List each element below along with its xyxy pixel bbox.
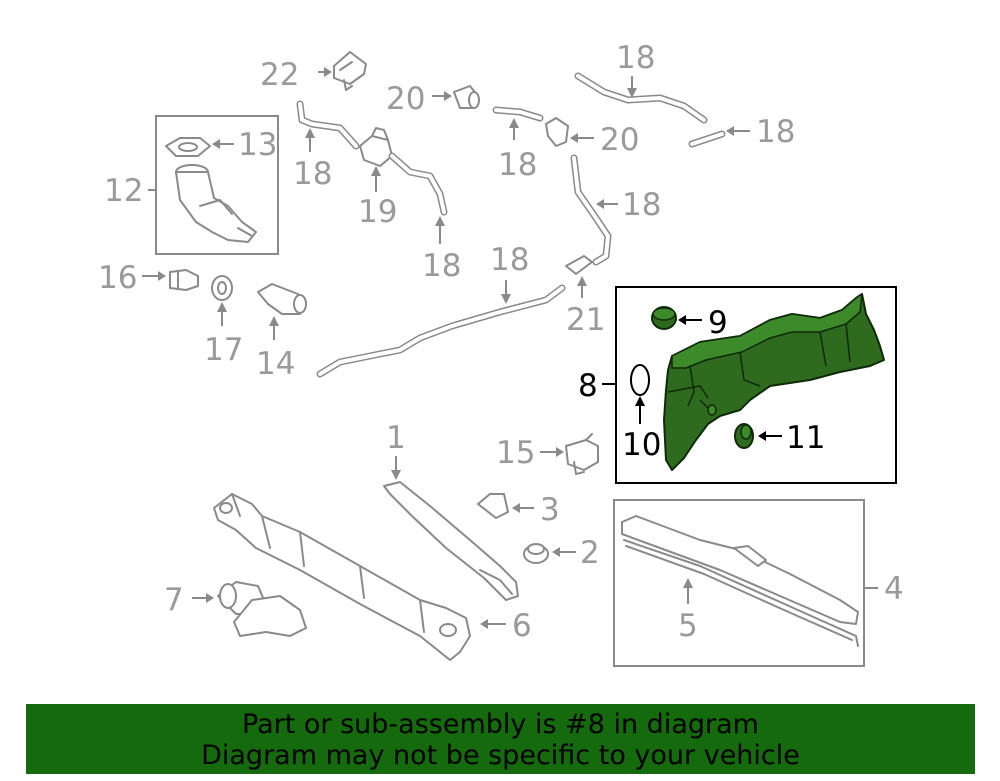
callout-7: 7 bbox=[164, 582, 184, 618]
callout-18-b: 18 bbox=[422, 248, 461, 284]
callout-20-b: 20 bbox=[600, 122, 639, 158]
box-4 bbox=[613, 499, 865, 667]
part-18-hose-short-right bbox=[688, 130, 726, 148]
callout-12: 12 bbox=[104, 173, 143, 209]
callout-16: 16 bbox=[98, 260, 137, 296]
callout-8: 8 bbox=[578, 368, 598, 404]
part-6-wiper-linkage bbox=[213, 493, 471, 661]
part-13-gasket bbox=[165, 137, 211, 157]
part-18-hose-vertical bbox=[570, 154, 612, 266]
banner-line-1: Part or sub-assembly is #8 in diagram bbox=[242, 709, 759, 740]
part-21-connector bbox=[565, 255, 593, 275]
part-19-check-valve bbox=[359, 127, 448, 216]
callout-9: 9 bbox=[708, 305, 728, 341]
info-banner: Part or sub-assembly is #8 in diagram Di… bbox=[26, 704, 975, 774]
part-3-arm-cap bbox=[477, 493, 509, 519]
callout-18-f: 18 bbox=[622, 187, 661, 223]
part-18-hose-top bbox=[574, 72, 708, 124]
callout-18-e: 18 bbox=[756, 114, 795, 150]
part-16-clip bbox=[169, 269, 199, 291]
part-18-hose-mid bbox=[492, 106, 544, 122]
part-7-wiper-motor bbox=[217, 581, 307, 637]
callout-18-d: 18 bbox=[616, 40, 655, 76]
callout-6: 6 bbox=[512, 608, 532, 644]
parts-diagram: 22 18 19 18 20 18 20 bbox=[98, 40, 904, 667]
callout-10: 10 bbox=[622, 427, 661, 463]
part-18-hose-left bbox=[296, 100, 360, 150]
callout-19: 19 bbox=[358, 194, 397, 230]
part-10-seal bbox=[630, 364, 650, 396]
callout-2: 2 bbox=[580, 535, 600, 571]
box-12 bbox=[155, 115, 279, 255]
callout-4: 4 bbox=[884, 571, 904, 607]
part-5-wiper-blade bbox=[621, 515, 859, 647]
part-18-hose-long bbox=[316, 284, 566, 378]
part-9-cap bbox=[651, 306, 677, 330]
callout-18-a: 18 bbox=[293, 156, 332, 192]
callout-15: 15 bbox=[496, 435, 535, 471]
callout-11: 11 bbox=[786, 420, 825, 456]
callout-13: 13 bbox=[238, 127, 277, 163]
part-17-grommet bbox=[211, 275, 233, 301]
part-15-washer-pump bbox=[565, 433, 599, 475]
callout-3: 3 bbox=[540, 492, 560, 528]
callout-14: 14 bbox=[256, 346, 295, 382]
callout-18-g: 18 bbox=[490, 242, 529, 278]
part-2-pivot-cap bbox=[523, 543, 549, 564]
callout-5: 5 bbox=[678, 608, 698, 644]
part-22-bracket bbox=[333, 51, 367, 91]
part-8-washer-reservoir bbox=[663, 293, 885, 471]
callout-20-a: 20 bbox=[386, 81, 425, 117]
part-11-grommet bbox=[734, 423, 754, 449]
part-20-connector-right bbox=[545, 117, 569, 147]
part-1-wiper-arm bbox=[383, 481, 519, 601]
part-14-pump-outlet bbox=[257, 283, 307, 315]
callout-21: 21 bbox=[566, 302, 605, 338]
callout-17: 17 bbox=[204, 332, 243, 368]
part-20-connector-left bbox=[453, 85, 480, 109]
callout-1: 1 bbox=[386, 420, 406, 456]
callout-18-c: 18 bbox=[498, 147, 537, 183]
callout-22: 22 bbox=[260, 57, 299, 93]
part-12-filler-neck bbox=[175, 164, 257, 243]
banner-line-2: Diagram may not be specific to your vehi… bbox=[201, 740, 800, 771]
